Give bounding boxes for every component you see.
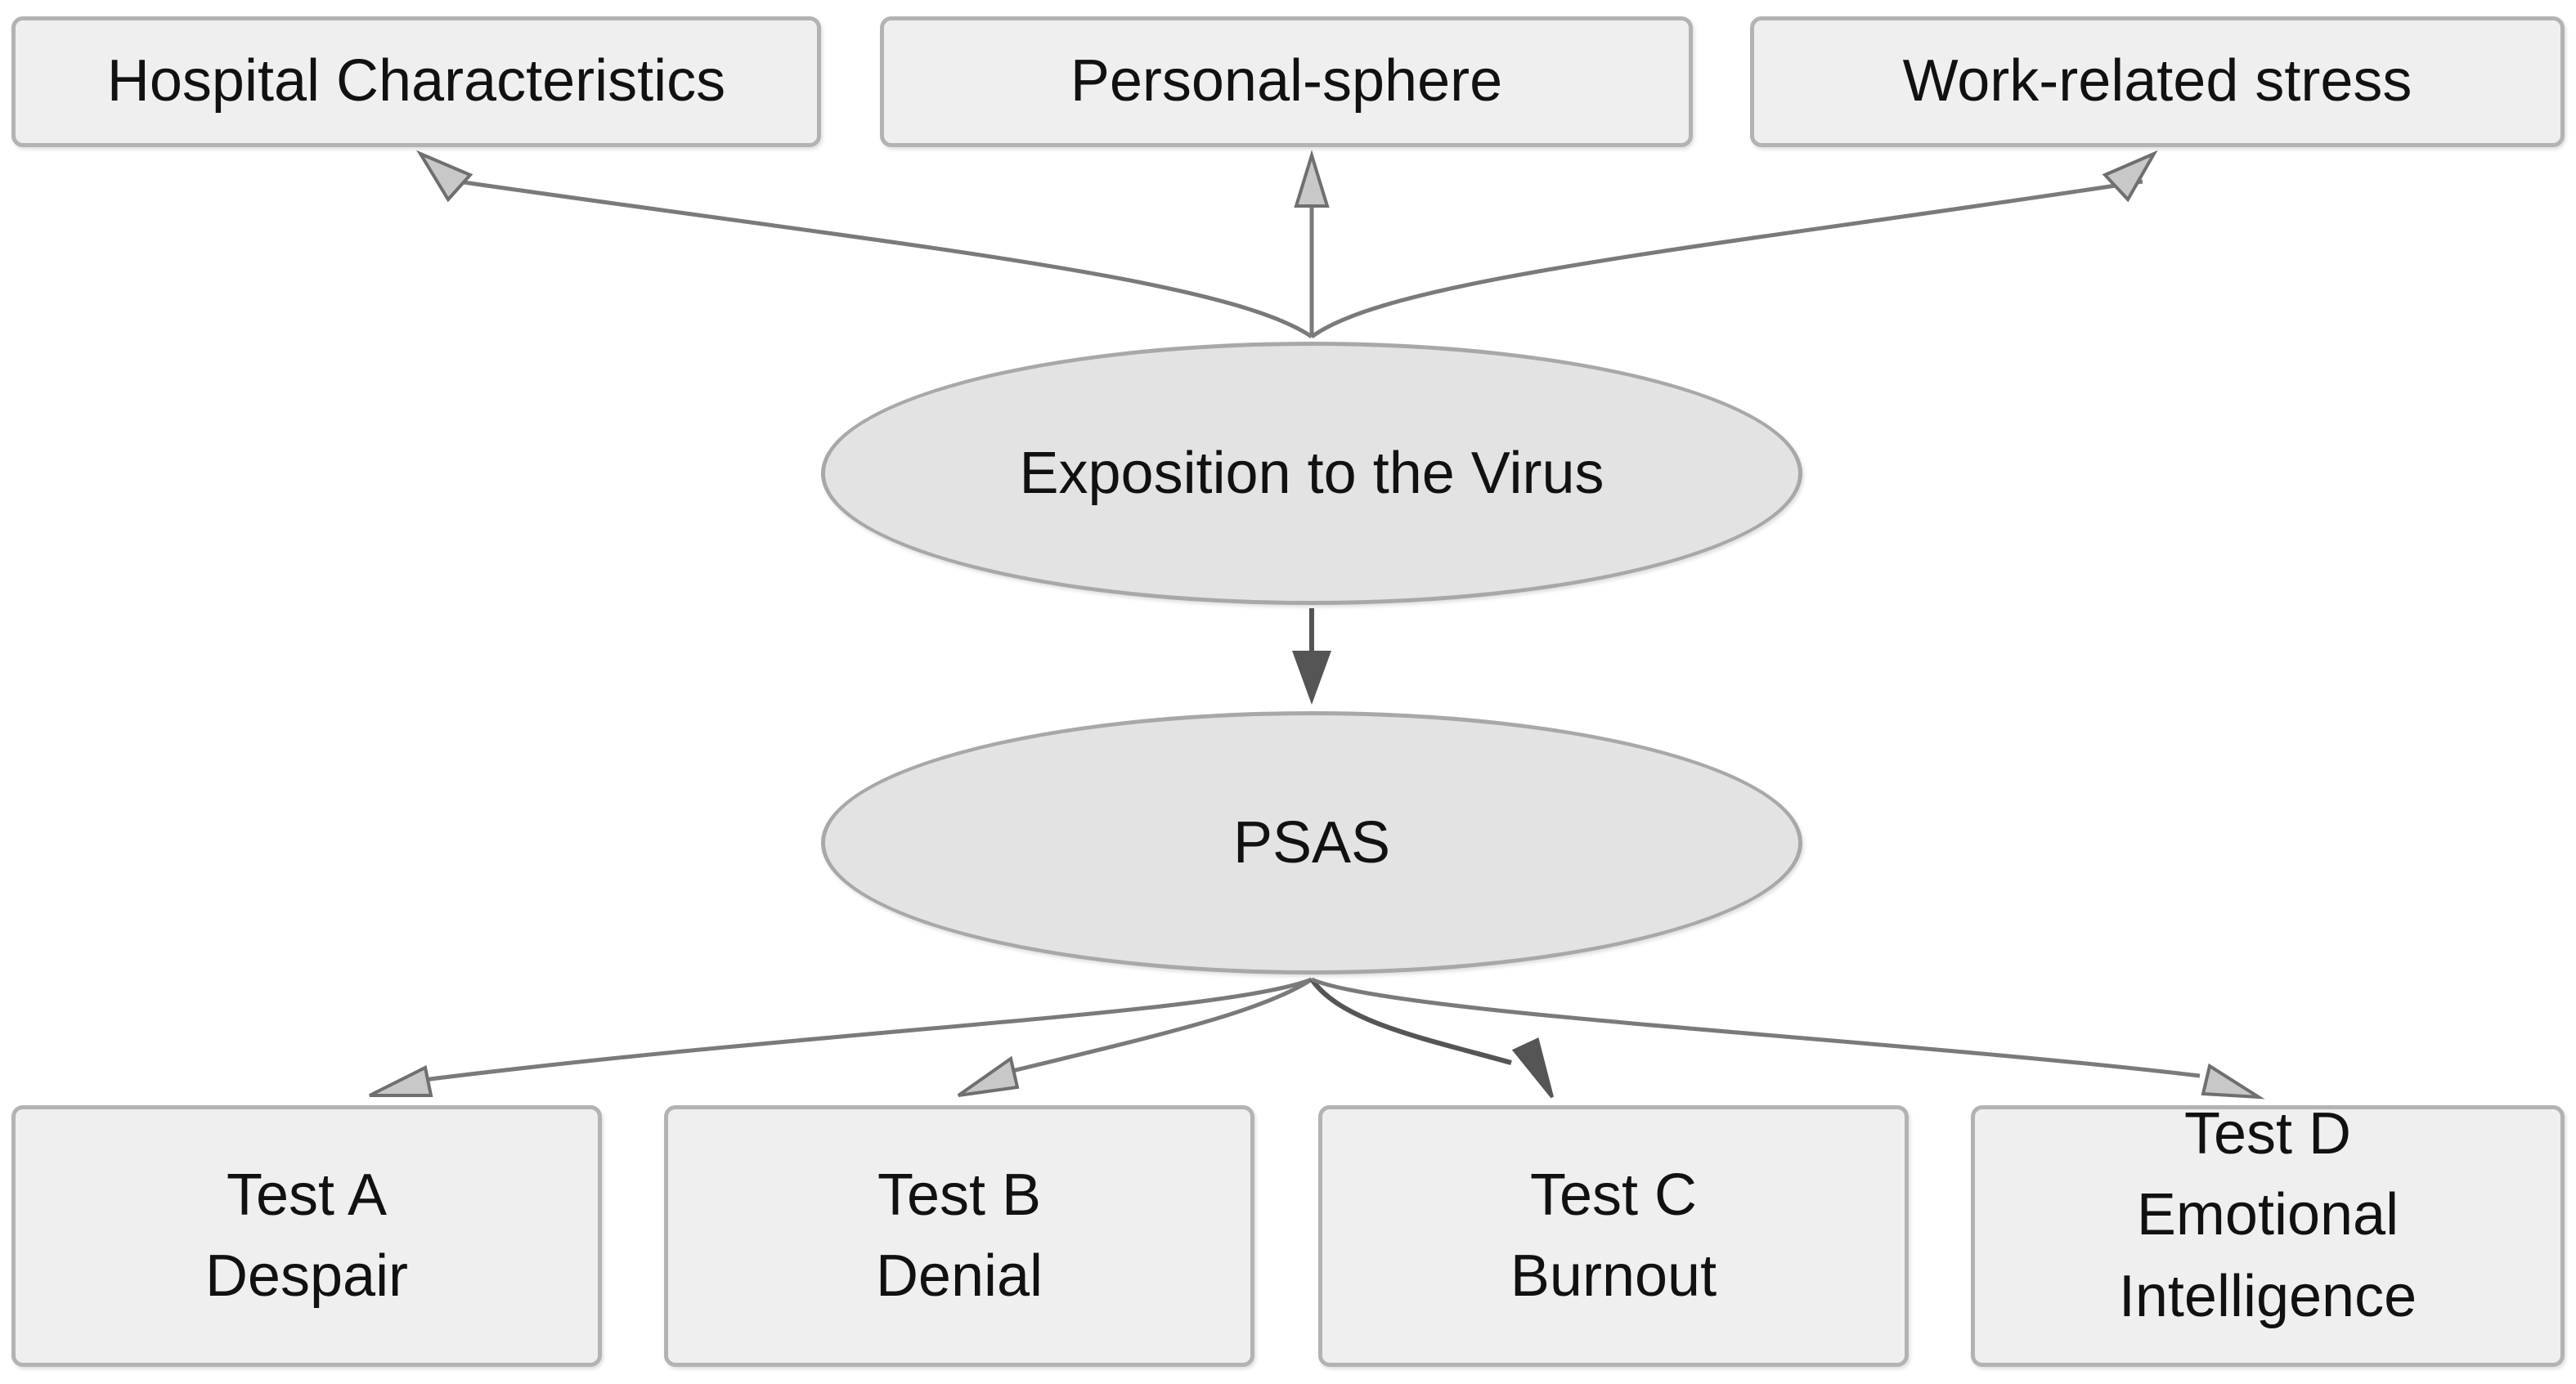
arrowhead-psas bbox=[1292, 651, 1331, 705]
test-d-name-line1: Emotional bbox=[2136, 1182, 2399, 1248]
test-d-title: Test D bbox=[2183, 1100, 2352, 1167]
edge-to-test-c bbox=[1309, 978, 1512, 1065]
arrowhead-test-a bbox=[369, 1065, 433, 1097]
test-a-name: Despair bbox=[204, 1243, 409, 1309]
test-c-name: Burnout bbox=[1510, 1243, 1717, 1309]
work-related-stress-label: Work-related stress bbox=[1902, 48, 2412, 114]
test-a-title: Test A bbox=[226, 1162, 388, 1228]
edge-to-work bbox=[1310, 179, 2143, 339]
arrowhead-test-c bbox=[1511, 1037, 1554, 1099]
personal-sphere-label: Personal-sphere bbox=[1070, 48, 1503, 114]
psas-label: PSAS bbox=[1232, 810, 1391, 876]
exposition-node: Exposition to the Virus bbox=[821, 342, 1802, 605]
arrowhead-hospital bbox=[416, 150, 473, 203]
test-b-title: Test B bbox=[877, 1162, 1042, 1228]
test-d-name-line2: Intelligence bbox=[2118, 1263, 2417, 1329]
test-d-node: Test D Emotional Intelligence bbox=[1971, 1101, 2565, 1367]
test-b-node: Test B Denial bbox=[664, 1105, 1254, 1367]
arrowhead-work bbox=[2102, 150, 2158, 203]
arrowhead-personal bbox=[1294, 150, 1330, 208]
arrowhead-test-d bbox=[2201, 1063, 2265, 1100]
work-related-stress-node: Work-related stress bbox=[1750, 16, 2565, 147]
hospital-characteristics-label: Hospital Characteristics bbox=[106, 48, 726, 114]
test-c-node: Test C Burnout bbox=[1318, 1105, 1909, 1367]
arrowhead-test-b bbox=[957, 1055, 1020, 1097]
test-a-node: Test A Despair bbox=[11, 1105, 602, 1367]
edge-to-test-b bbox=[1005, 977, 1313, 1075]
test-c-title: Test C bbox=[1529, 1162, 1698, 1228]
hospital-characteristics-node: Hospital Characteristics bbox=[11, 16, 821, 147]
exposition-label: Exposition to the Virus bbox=[1019, 441, 1604, 506]
psas-node: PSAS bbox=[821, 711, 1802, 974]
edge-to-test-d bbox=[1311, 977, 2201, 1078]
edge-to-test-a bbox=[416, 977, 1313, 1083]
test-b-name: Denial bbox=[875, 1243, 1043, 1309]
personal-sphere-node: Personal-sphere bbox=[880, 16, 1693, 147]
edge-to-hospital bbox=[457, 179, 1313, 339]
